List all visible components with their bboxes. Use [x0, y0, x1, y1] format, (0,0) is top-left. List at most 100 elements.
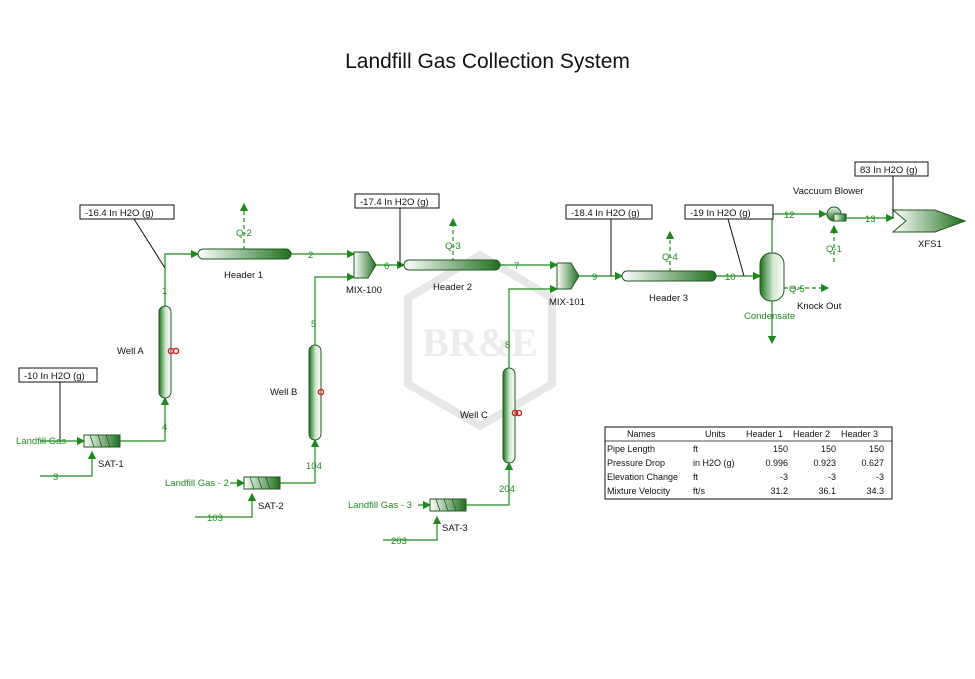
label-sat-3: SAT-3 — [442, 523, 468, 534]
label-stream-13: 13 — [865, 214, 876, 225]
table-header-h3: Header 3 — [841, 429, 878, 439]
callout-2-box — [354, 193, 440, 209]
well-c-port — [511, 409, 519, 417]
stream-5[interactable] — [314, 272, 356, 345]
callout-4-leader — [727, 218, 745, 277]
header-2-pipe[interactable] — [403, 259, 501, 271]
stream-203[interactable] — [383, 515, 442, 541]
label-stream-10: 10 — [725, 272, 736, 283]
table-cell: ft/s — [693, 486, 706, 496]
table-header-h1: Header 1 — [746, 429, 783, 439]
label-landfill-gas: Landfill Gas — [16, 436, 66, 447]
xfs1-export[interactable] — [891, 209, 967, 233]
header-3-pipe[interactable] — [621, 270, 717, 282]
well-c-port — [515, 409, 523, 417]
callout-3-box — [565, 204, 653, 220]
table-cell: Pressure Drop — [607, 458, 665, 468]
vacuum-blower-outlet — [833, 213, 847, 222]
callout-5-text: 83 In H2O (g) — [860, 165, 918, 176]
label-knock-out: Knock Out — [797, 301, 842, 312]
label-landfill-gas-2: Landfill Gas - 2 — [165, 478, 229, 489]
label-xfs1: XFS1 — [918, 239, 942, 250]
callout-3-text: -18.4 In H2O (g) — [571, 208, 640, 219]
well-a-port — [172, 347, 180, 355]
watermark-text: BR&E — [422, 320, 538, 365]
label-vacuum-blower: Vaccuum Blower — [793, 186, 864, 197]
table-cell: -3 — [780, 472, 788, 482]
sat-2-hatch — [249, 476, 271, 490]
table-header-units: Units — [705, 429, 726, 439]
saturator-sat-3[interactable] — [429, 498, 467, 512]
knock-out-vessel[interactable] — [759, 252, 785, 302]
page-title: Landfill Gas Collection System — [345, 50, 630, 73]
label-stream-6: 6 — [384, 261, 389, 272]
header-1-pipe[interactable] — [197, 248, 292, 260]
label-q1: Q-1 — [826, 244, 842, 255]
table-cell: 36.1 — [818, 486, 836, 496]
label-stream-4: 4 — [162, 422, 167, 433]
sat-1-hatch — [89, 434, 111, 448]
table-cell: 0.996 — [765, 458, 788, 468]
saturator-sat-2[interactable] — [243, 476, 281, 490]
label-stream-203: 203 — [391, 536, 407, 547]
label-stream-103: 103 — [207, 513, 223, 524]
well-a[interactable] — [158, 305, 172, 399]
callout-6-box — [18, 367, 98, 383]
label-condensate: Condensate — [744, 311, 795, 322]
well-b[interactable] — [308, 344, 322, 441]
table-cell: 150 — [821, 444, 836, 454]
table-cell: -3 — [876, 472, 884, 482]
results-table: Names Units Header 1 Header 2 Header 3 P… — [604, 426, 893, 500]
callout-1-leader — [133, 218, 166, 269]
label-header-2: Header 2 — [433, 282, 472, 293]
table-cell: Pipe Length — [607, 444, 655, 454]
table-cell: ft — [693, 444, 699, 454]
callout-4-box — [684, 204, 774, 220]
label-q3: Q-3 — [445, 241, 461, 252]
mixer-mix-101[interactable] — [556, 262, 580, 290]
label-mix-101: MIX-101 — [549, 297, 585, 308]
stream-1[interactable] — [164, 249, 200, 306]
stream-104[interactable] — [280, 438, 320, 484]
callout-6-text: -10 In H2O (g) — [24, 371, 85, 382]
table-cell: -3 — [828, 472, 836, 482]
label-q4: Q-4 — [662, 252, 678, 263]
watermark-logo: BR&E — [404, 250, 556, 431]
table-cell: 0.627 — [861, 458, 884, 468]
stream-4[interactable] — [120, 396, 170, 442]
label-stream-3: 3 — [53, 472, 58, 483]
table-header-names: Names — [627, 429, 656, 439]
label-stream-12: 12 — [784, 210, 795, 221]
label-well-a: Well A — [117, 346, 144, 357]
label-q5: Q-5 — [789, 284, 805, 295]
callout-1-box — [79, 204, 175, 220]
label-sat-2: SAT-2 — [258, 501, 284, 512]
label-landfill-gas-3: Landfill Gas - 3 — [348, 500, 412, 511]
table-cell: 150 — [869, 444, 884, 454]
table-cell: 150 — [773, 444, 788, 454]
label-stream-204: 204 — [499, 484, 515, 495]
stream-204[interactable] — [466, 461, 514, 506]
saturator-sat-1[interactable] — [83, 434, 121, 448]
stream-103[interactable] — [195, 492, 257, 518]
label-header-1: Header 1 — [224, 270, 263, 281]
label-stream-2: 2 — [308, 250, 313, 261]
callout-1-text: -16.4 In H2O (g) — [85, 208, 154, 219]
results-table-border — [604, 426, 893, 500]
stream-12[interactable] — [771, 209, 828, 254]
callout-5-box — [854, 161, 929, 177]
label-stream-8: 8 — [505, 340, 510, 351]
label-stream-1: 1 — [162, 286, 167, 297]
label-well-c: Well C — [460, 410, 488, 421]
label-well-b: Well B — [270, 387, 297, 398]
table-cell: 0.923 — [813, 458, 836, 468]
stream-3[interactable] — [40, 450, 97, 477]
label-stream-9: 9 — [592, 272, 597, 283]
label-q2: Q-2 — [236, 228, 252, 239]
mixer-mix-100[interactable] — [353, 251, 377, 279]
table-cell: 34.3 — [866, 486, 884, 496]
stream-8[interactable] — [508, 284, 559, 368]
label-header-3: Header 3 — [649, 293, 688, 304]
callout-2-text: -17.4 In H2O (g) — [360, 197, 429, 208]
